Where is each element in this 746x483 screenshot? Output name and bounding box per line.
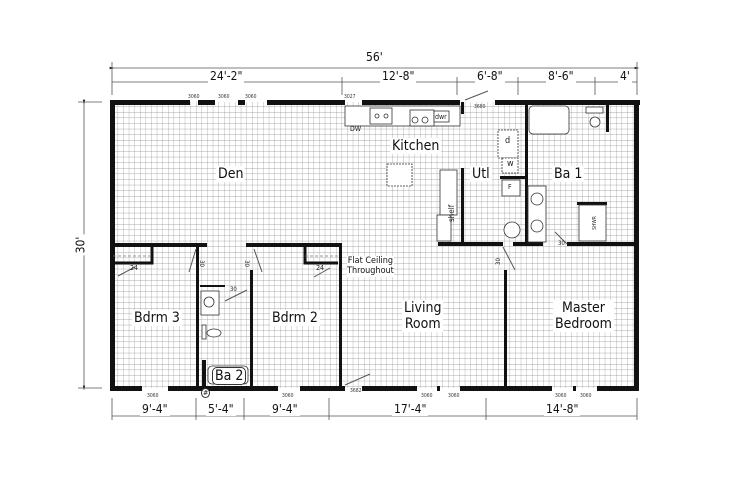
master-line2: Bedroom <box>555 316 612 333</box>
top-dim-1: 24'-2" <box>208 69 245 83</box>
master-line1: Master <box>561 300 605 316</box>
furnace-label: F <box>508 183 512 191</box>
room-bedroom3: Bdrm 3 <box>132 310 182 327</box>
dryer-label: d <box>505 136 511 146</box>
interior-walls <box>112 102 637 388</box>
kitchen-cabinets <box>344 105 461 242</box>
room-master: Master Bedroom <box>553 300 614 333</box>
closet2-size: 24 <box>316 264 325 272</box>
shower-label: SHWR <box>591 216 598 230</box>
bottom-dim-2: 5'-4" <box>206 402 236 416</box>
utility-fixtures <box>497 129 521 239</box>
top-dim-3: 6'-8" <box>475 69 505 83</box>
sink-stove <box>374 113 429 124</box>
top-dim-4: 8'-6" <box>546 69 576 83</box>
marker-symbol: # <box>201 388 211 398</box>
master-door-size: 30 <box>494 258 502 265</box>
bath1-door-size: 30 <box>558 240 565 247</box>
room-living: Living Room <box>402 300 444 333</box>
bdrm2-door-size: 30 <box>242 260 250 267</box>
bottom-dim-4: 17'-4" <box>392 402 429 416</box>
overall-width-label: 56' <box>364 50 385 64</box>
bottom-dimension-lines <box>111 398 638 420</box>
window-bottom-6: 3060 <box>580 393 592 399</box>
room-utility: Utl <box>470 166 492 183</box>
bottom-dim-1: 9'-4" <box>140 402 170 416</box>
living-line2: Room <box>404 316 441 333</box>
room-bath1: Ba 1 <box>552 166 585 183</box>
window-bottom-2: 3060 <box>282 393 294 399</box>
window-top-5: 3680 <box>474 104 486 110</box>
window-bottom-1: 3060 <box>147 393 159 399</box>
dishwasher-label: DW <box>350 125 362 133</box>
bottom-dim-5: 14'-8" <box>544 402 581 416</box>
window-top-2: 3060 <box>218 94 230 100</box>
living-line1: Living <box>404 300 442 316</box>
window-top-4: 3027 <box>344 94 356 100</box>
note-line1: Flat Ceiling <box>347 256 394 266</box>
ceiling-note: Flat Ceiling Throughout <box>347 256 394 277</box>
room-bedroom2: Bdrm 2 <box>270 310 320 327</box>
top-dim-2: 12'-8" <box>380 69 417 83</box>
bottom-dim-3: 9'-4" <box>270 402 300 416</box>
bdrm3-door-size: 30 <box>197 260 205 267</box>
room-den: Den <box>216 166 246 183</box>
window-bottom-3: 3060 <box>421 393 433 399</box>
drawer-label: dwr <box>435 113 447 121</box>
washer-label: w <box>507 159 514 169</box>
overall-depth-label: 30' <box>73 234 88 256</box>
window-top-3: 3060 <box>245 94 257 100</box>
bath1-fixtures <box>527 105 607 243</box>
note-line2: Throughout <box>347 266 394 277</box>
closet3-size: 24 <box>130 264 139 272</box>
bath2-door-size: 30 <box>230 286 237 293</box>
top-dim-5: 4' <box>618 69 632 83</box>
window-top-1: 3060 <box>188 94 200 100</box>
shelf-label: shelf <box>447 204 456 222</box>
closets <box>113 247 338 265</box>
room-kitchen: Kitchen <box>390 138 442 155</box>
room-bath2: Ba 2 <box>212 367 247 386</box>
window-bottom-4: 3060 <box>448 393 460 399</box>
window-bottom-5: 3060 <box>555 393 567 399</box>
door-swings <box>117 90 568 386</box>
exterior-door-label: 3682 <box>350 388 362 394</box>
